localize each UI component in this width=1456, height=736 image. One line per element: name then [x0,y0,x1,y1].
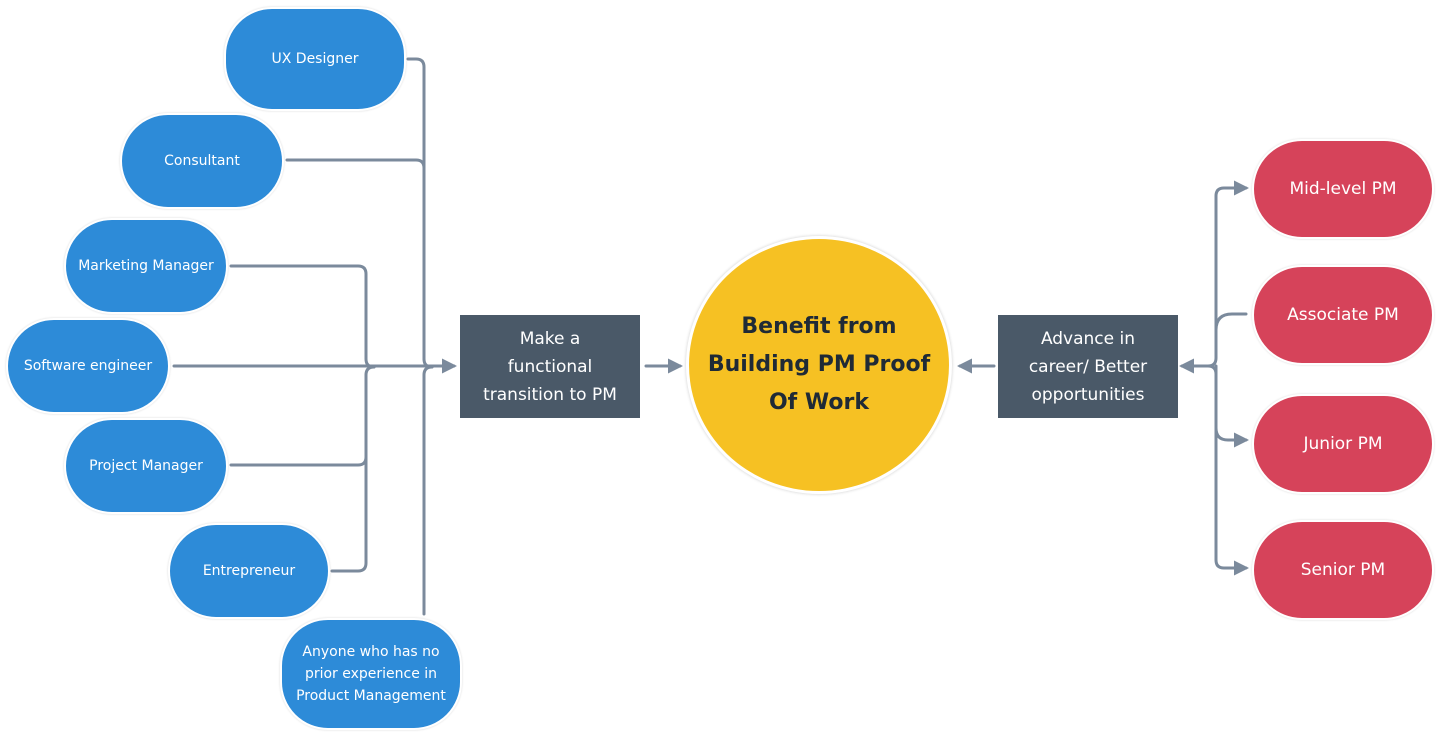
role-label: Project Manager [89,458,203,474]
role-mid-level-pm: Mid-level PM [1252,139,1434,239]
role-label: Software engineer [23,358,153,374]
role-junior-pm: Junior PM [1252,394,1434,494]
connector-project-manager [229,365,376,467]
center-circle: Benefit from Building PM Proof Of Work [686,236,952,494]
role-project-manager: Project Manager [64,418,228,514]
functional-transition-label: Make a functional transition to PM [483,328,617,405]
role-label: Junior PM [1303,434,1383,454]
connector-to-senior-pm [1206,364,1249,576]
career-advance-label: Advance in career/ Better opportunities [1028,328,1148,405]
role-ux-designer: UX Designer [224,7,406,111]
role-label: Consultant [164,153,240,169]
role-marketing-manager: Marketing Manager [64,218,228,314]
role-entrepreneur: Entrepreneur [168,523,330,619]
connector-marketing-manager [229,264,376,369]
connector-entrepreneur [330,373,368,573]
role-label: Mid-level PM [1289,179,1397,199]
functional-transition-box: Make a functional transition to PM [460,315,640,418]
role-label: Senior PM [1300,560,1386,580]
role-label: Anyone who has no prior experience in Pr… [296,644,446,704]
role-senior-pm: Senior PM [1252,520,1434,620]
connector-to-mid-level-pm [1188,180,1249,368]
role-label: UX Designer [271,51,359,67]
role-software-engineer: Software engineer [6,318,170,414]
role-anyone-no-experience: Anyone who has no prior experience in Pr… [280,618,462,730]
connector-anyone [422,365,434,616]
center-label: Benefit from Building PM Proof Of Work [707,314,931,415]
role-consultant: Consultant [120,113,284,209]
connector-ux-designer [406,57,434,369]
role-label: Marketing Manager [78,258,214,274]
connector-to-associate-pm [1214,312,1248,332]
career-advance-box: Advance in career/ Better opportunities [998,315,1178,418]
connector-consultant [285,158,426,361]
role-label: Entrepreneur [202,563,296,579]
role-associate-pm: Associate PM [1252,265,1434,365]
role-label: Associate PM [1287,305,1399,325]
connector-to-junior-pm [1214,364,1249,448]
